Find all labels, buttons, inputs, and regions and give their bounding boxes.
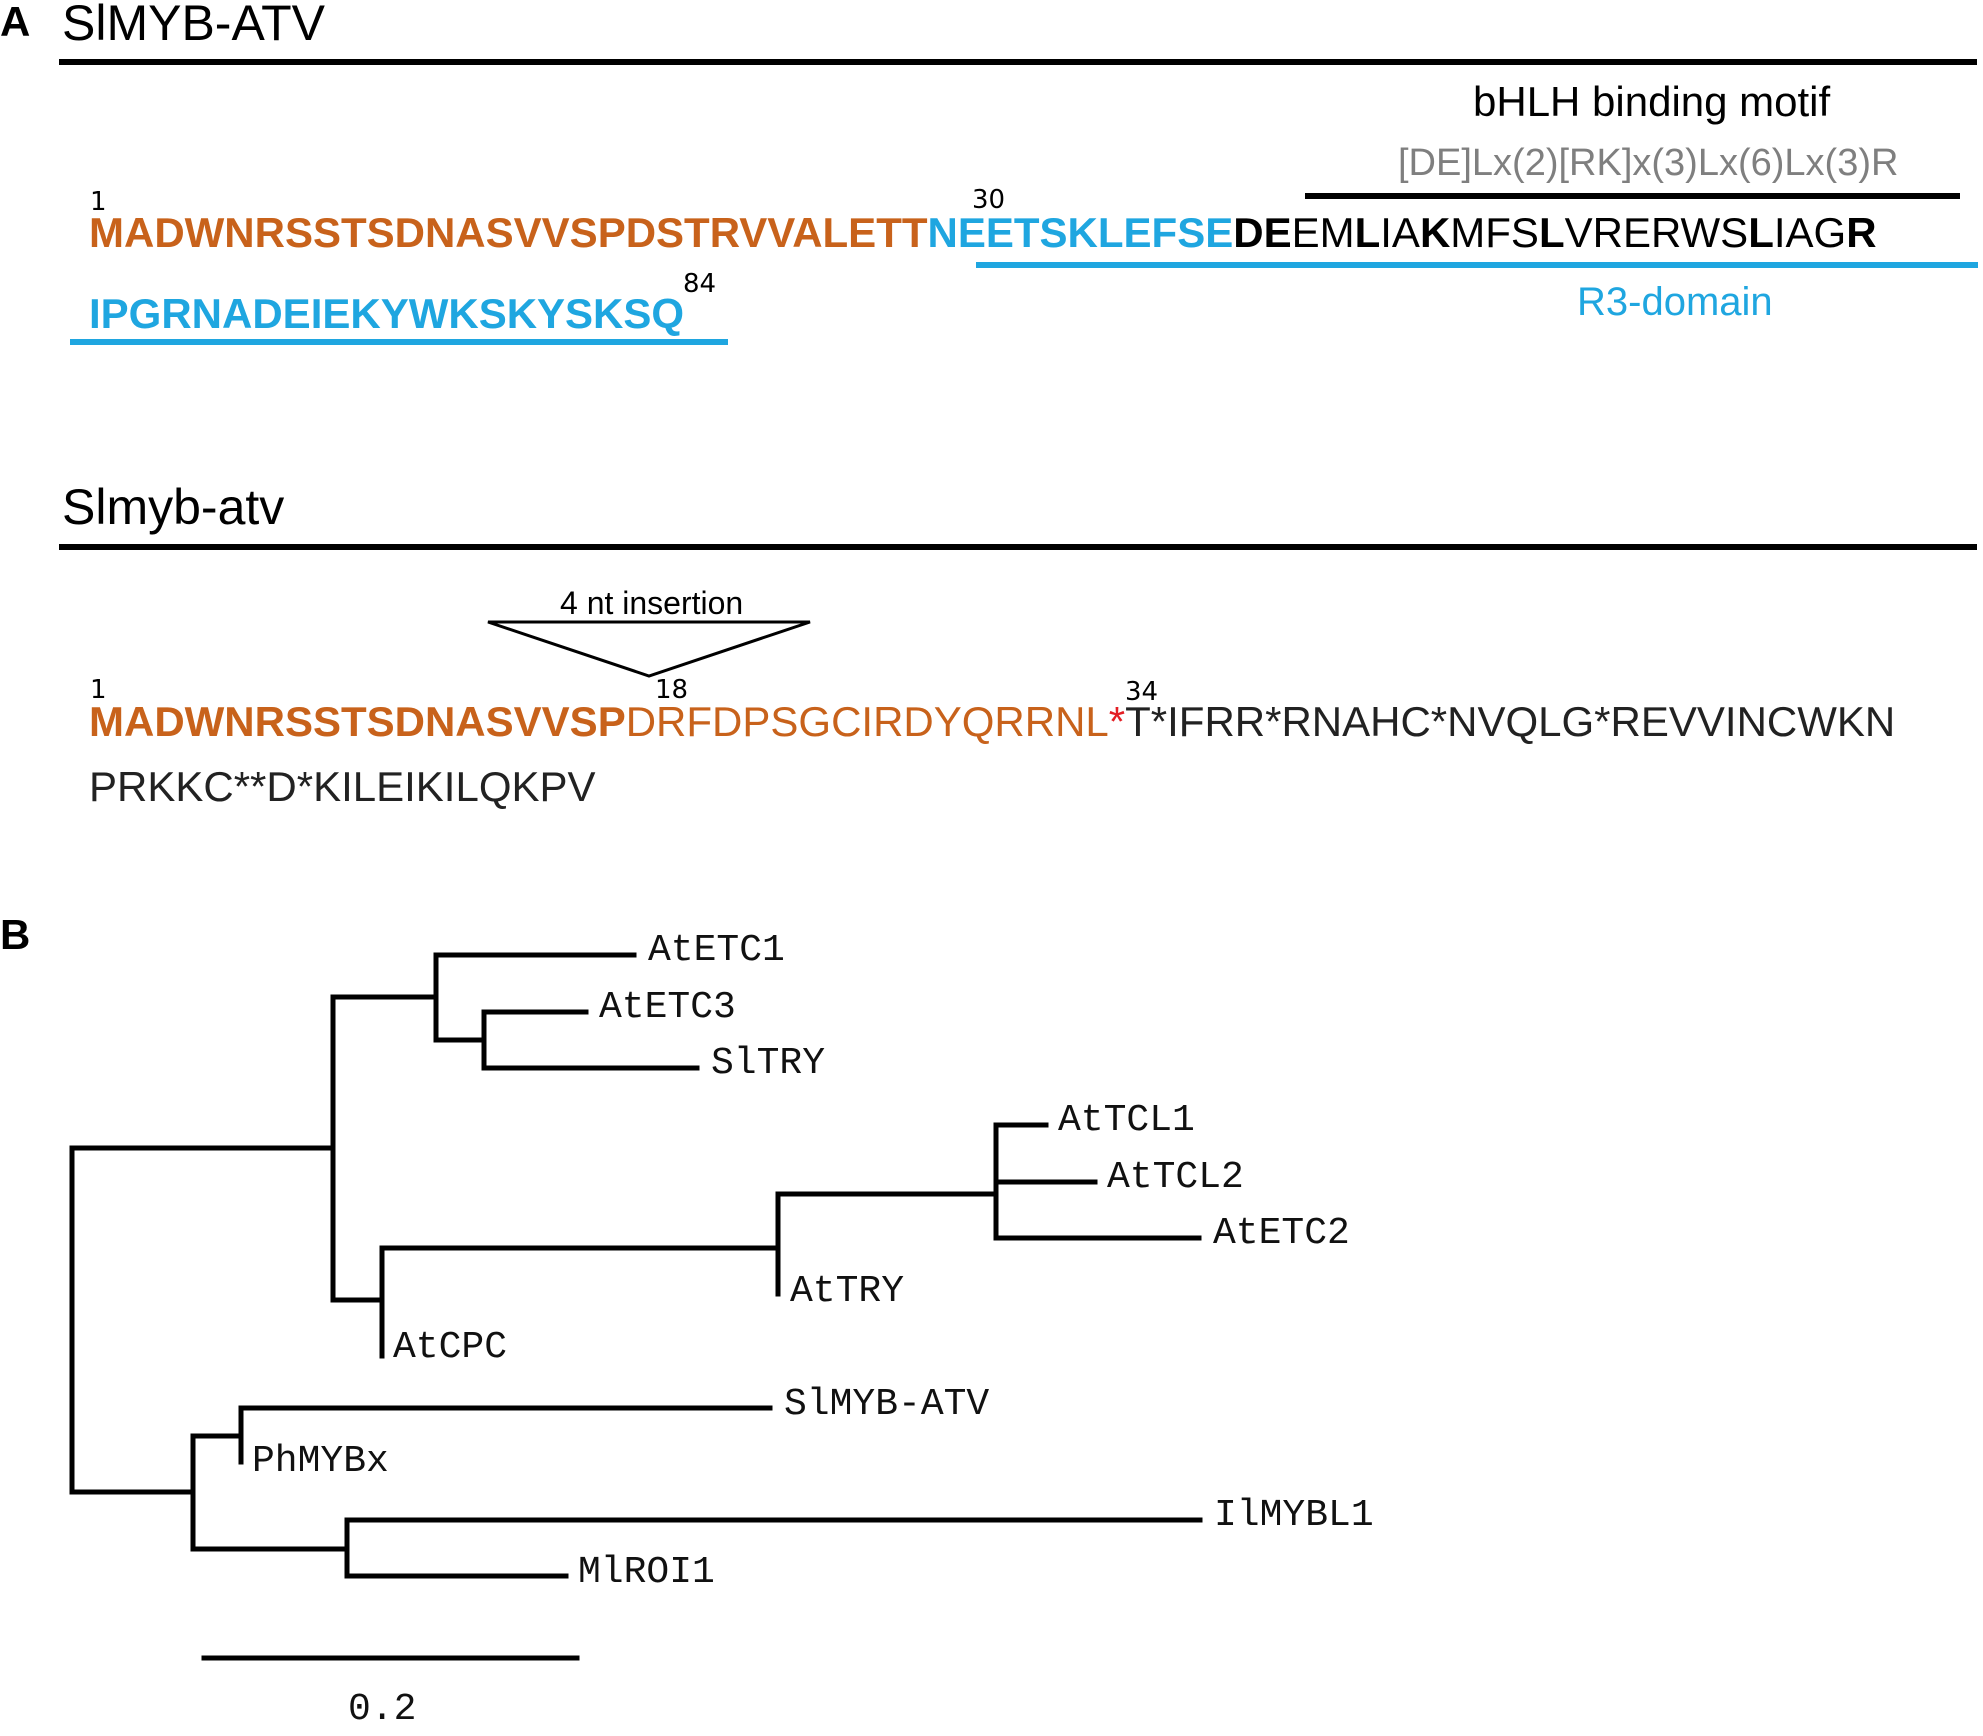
wt-sequence-line2: IPGRNADEIEKYWKSKYSKSQ — [89, 290, 685, 337]
tree-leaf-label: AtTCL1 — [1058, 1099, 1195, 1142]
mut-sequence-line2: PRKKC**D*KILEIKILQKPV — [89, 763, 596, 810]
tree-leaf-label: PhMYBx — [252, 1440, 389, 1483]
tree-leaf-label: MlROI1 — [578, 1551, 715, 1594]
tree-leaf-label: AtTCL2 — [1107, 1156, 1244, 1199]
tree-leaf-label: AtETC1 — [648, 929, 785, 972]
scale-bar-label: 0.2 — [348, 1688, 417, 1731]
motif-residue: MFS — [1450, 209, 1539, 256]
tree-leaf-label: AtETC2 — [1213, 1212, 1350, 1255]
panel-b-letter: B — [0, 911, 31, 958]
wt-position-1: 1 — [90, 187, 107, 217]
motif-residue: R — [1846, 209, 1877, 256]
wildtype-title-rule — [59, 59, 1977, 65]
motif-residue: L — [1748, 209, 1774, 256]
bhlh-motif-label: bHLH binding motif — [1473, 78, 1831, 125]
wt-sequence-orange: MADWNRSSTSDNASVVSPDSTRVVALETT — [89, 209, 928, 256]
tree-leaf-label: SlTRY — [711, 1042, 826, 1085]
tree-leaf-label: AtTRY — [790, 1270, 905, 1313]
mutant-title: Slmyb-atv — [62, 479, 285, 535]
insertion-label: 4 nt insertion — [560, 585, 744, 621]
insertion-triangle-shape — [487, 620, 811, 678]
motif-residue: DE — [1233, 209, 1292, 256]
motif-residue: L — [1354, 209, 1381, 256]
mutant-title-rule — [59, 544, 1977, 550]
bhlh-motif-pattern: [DE]Lx(2)[RK]x(3)Lx(6)Lx(3)R — [1398, 142, 1899, 184]
tree-leaf-label: SlMYB-ATV — [784, 1383, 990, 1426]
mut-sequence-line1: MADWNRSSTSDNASVVSPDRFDPSGCIRDYQRRNL*T*IF… — [89, 698, 1979, 746]
motif-residue: IAG — [1773, 209, 1847, 256]
mut-sequence-orange: DRFDPSGCIRDYQRRNL — [625, 698, 1109, 745]
panel-a-letter: A — [0, 0, 31, 45]
bhlh-motif-bracket — [1305, 193, 1960, 199]
wt-sequence-motif: DEEMLIAKMFSLVRERWSLIAGR — [1233, 209, 1876, 256]
mut-position-34: 34 — [1125, 677, 1159, 707]
wt-position-30: 30 — [972, 185, 1006, 215]
motif-residue: EM — [1291, 209, 1355, 256]
r3-domain-label: R3-domain — [1577, 280, 1773, 324]
stop-codon-marker: * — [1108, 698, 1126, 745]
mut-position-18: 18 — [655, 675, 689, 705]
motif-residue: IA — [1380, 209, 1420, 256]
motif-residue: L — [1538, 209, 1565, 256]
wildtype-title: SlMYB-ATV — [62, 0, 325, 51]
mut-position-1: 1 — [90, 675, 107, 705]
tree-leaf-label: IlMYBL1 — [1214, 1494, 1374, 1537]
wt-position-84: 84 — [683, 269, 717, 299]
wt-sequence-line1: MADWNRSSTSDNASVVSPDSTRVVALETTNEETSKLEFSE… — [89, 209, 1979, 257]
tree-leaf-label: AtETC3 — [599, 986, 736, 1029]
tree-leaf-label: AtCPC — [393, 1326, 508, 1369]
mut-sequence-frameshift: T*IFRR*RNAHC*NVQLG*REVVINCWKN — [1125, 698, 1896, 745]
wt-sequence-blue: NEETSKLEFSE — [927, 209, 1234, 256]
r3-domain-underline-1 — [976, 262, 1978, 268]
mut-sequence-orange-bold: MADWNRSSTSDNASVVSP — [89, 698, 626, 745]
r3-domain-underline-2 — [70, 339, 728, 345]
motif-residue: VRERWS — [1564, 209, 1749, 256]
motif-residue: K — [1419, 209, 1451, 256]
